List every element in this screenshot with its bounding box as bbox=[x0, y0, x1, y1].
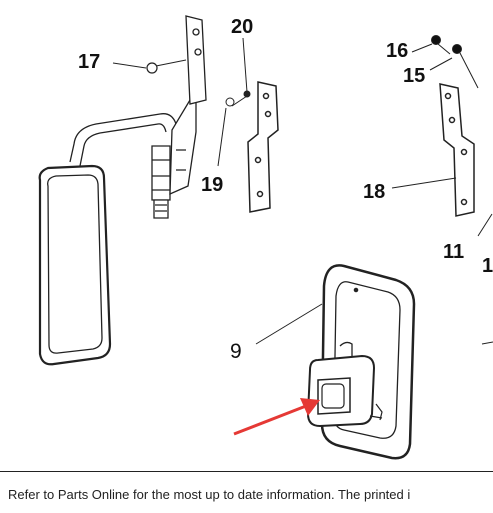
callout-11: 11 bbox=[443, 241, 464, 263]
callout-19: 19 bbox=[201, 174, 223, 196]
callout-20: 20 bbox=[231, 16, 253, 38]
footer-divider bbox=[0, 471, 493, 472]
footer-note: Refer to Parts Online for the most up to… bbox=[8, 487, 411, 502]
mirror-9-icon bbox=[306, 264, 416, 460]
parts-diagram: 17 20 19 16 15 18 11 1 9 bbox=[38, 15, 493, 460]
bracket-plate-middle-icon bbox=[247, 81, 279, 213]
bracket-18-icon bbox=[439, 83, 475, 217]
callout-17: 17 bbox=[78, 51, 100, 73]
screw-17-icon bbox=[112, 59, 187, 74]
highlight-arrow-icon bbox=[233, 398, 320, 436]
leader-right-edge bbox=[481, 341, 493, 345]
callout-18: 18 bbox=[363, 181, 385, 203]
screws-15-16-icon bbox=[411, 35, 479, 89]
leader-11 bbox=[477, 213, 493, 237]
hardware-19-20-icon bbox=[217, 37, 251, 167]
callout-1: 1 bbox=[482, 255, 493, 277]
callout-9: 9 bbox=[230, 340, 242, 363]
leader-9 bbox=[255, 303, 323, 345]
mirror-head-assembly bbox=[38, 15, 207, 366]
leader-18 bbox=[391, 177, 457, 189]
callout-16: 16 bbox=[386, 40, 408, 62]
callout-15: 15 bbox=[403, 65, 425, 87]
